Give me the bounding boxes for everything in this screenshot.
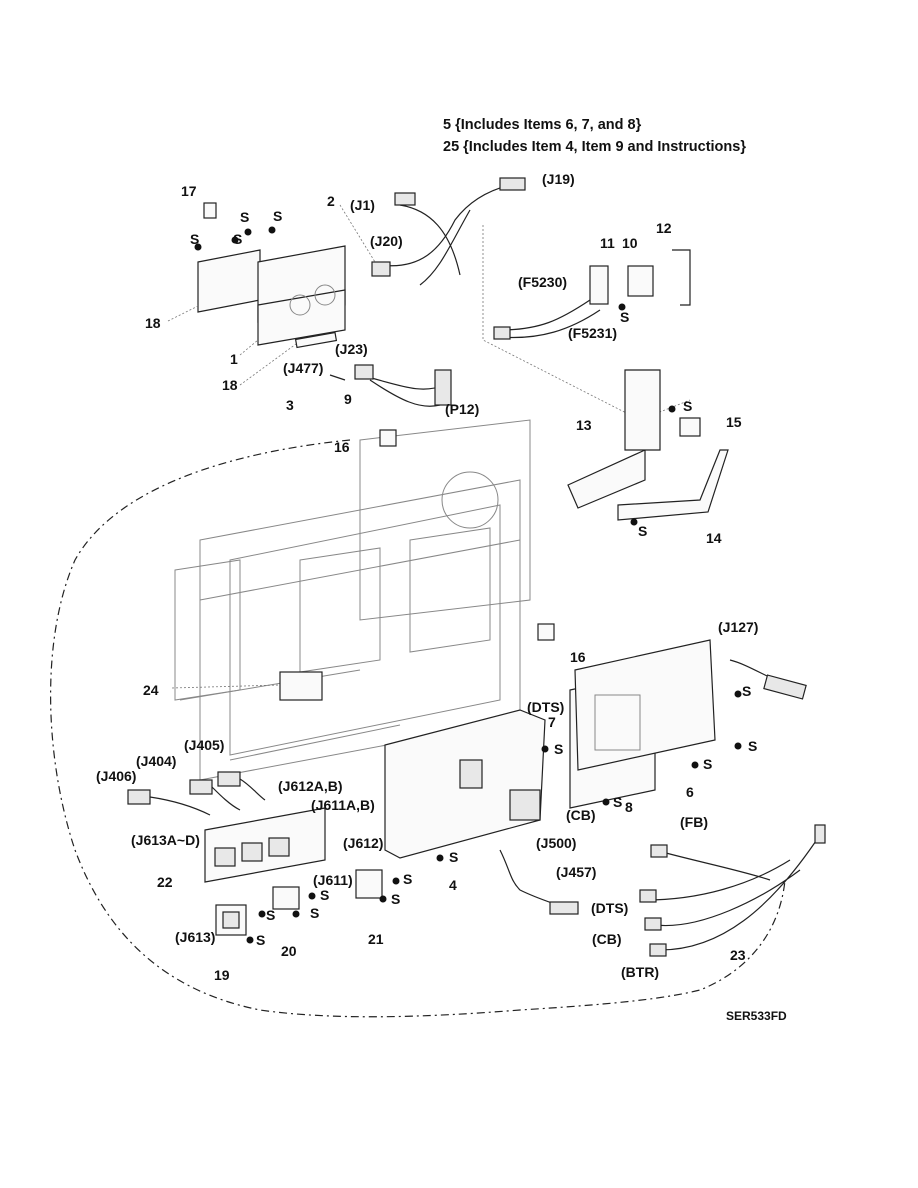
label-21: 21 xyxy=(368,931,384,947)
label-j127: (J127) xyxy=(718,619,758,635)
item-20-part xyxy=(272,886,300,910)
item-9-harness xyxy=(359,374,446,407)
label-16a: 16 xyxy=(334,439,350,455)
item-24-part xyxy=(279,671,323,701)
label-1: 1 xyxy=(230,351,238,367)
screw-label: S xyxy=(742,683,751,699)
item-11-holder xyxy=(589,265,609,305)
label-16b: 16 xyxy=(570,649,586,665)
label-j612ab: (J612A,B) xyxy=(278,778,343,794)
screw-label: S xyxy=(256,932,265,948)
screw-markers xyxy=(194,226,742,944)
label-9: 9 xyxy=(344,391,352,407)
label-j405: (J405) xyxy=(184,737,224,753)
label-fb: (FB) xyxy=(680,814,708,830)
label-j613ad: (J613A~D) xyxy=(131,832,200,848)
kit-note-line-1: 5 {Includes Items 6, 7, and 8} xyxy=(443,117,642,133)
label-j611ab: (J611A,B) xyxy=(311,797,375,813)
label-8: 8 xyxy=(625,799,633,815)
item-6-board xyxy=(574,639,716,771)
screw-label: S xyxy=(554,741,563,757)
label-btr: (BTR) xyxy=(621,964,659,980)
label-cb-1: (CB) xyxy=(566,807,596,823)
screw-label: S xyxy=(638,523,647,539)
label-17: 17 xyxy=(181,183,197,199)
screw-label: S xyxy=(310,905,319,921)
label-7: 7 xyxy=(548,714,556,730)
label-dts-1: (DTS) xyxy=(527,699,564,715)
callout-labels: 17 2 (J1) (J19) (J20) 12 11 10 (F5230) (… xyxy=(96,171,787,1023)
label-j23: (J23) xyxy=(335,341,368,357)
label-18b: 18 xyxy=(222,377,238,393)
item-22-bracket xyxy=(204,807,326,883)
assembly-boundary xyxy=(50,439,786,1018)
screw-label: S xyxy=(266,907,275,923)
screw-label: S xyxy=(683,398,692,414)
label-dts-2: (DTS) xyxy=(591,900,628,916)
label-j1: (J1) xyxy=(350,197,375,213)
item-15-part xyxy=(679,417,701,437)
screw-label: S xyxy=(233,231,242,247)
screw-label: S xyxy=(273,208,282,224)
label-j612: (J612) xyxy=(343,835,383,851)
label-19: 19 xyxy=(214,967,230,983)
label-15: 15 xyxy=(726,414,742,430)
item-13-bracket xyxy=(567,449,646,509)
label-4: 4 xyxy=(449,877,457,893)
label-j20: (J20) xyxy=(370,233,403,249)
screw-label: S xyxy=(748,738,757,754)
label-j457: (J457) xyxy=(556,864,596,880)
screw-label: S xyxy=(620,309,629,325)
label-j611: (J611) xyxy=(313,872,353,888)
item-2-harness xyxy=(379,184,511,286)
label-13: 13 xyxy=(576,417,592,433)
item-23-harness xyxy=(644,834,821,951)
kit-note-line-2: 25 {Includes Item 4, Item 9 and Instruct… xyxy=(443,139,746,155)
item-12-bracket xyxy=(672,249,691,306)
label-20: 20 xyxy=(281,943,297,959)
label-12: 12 xyxy=(656,220,672,236)
screw-label: S xyxy=(613,794,622,810)
label-cb-2: (CB) xyxy=(592,931,622,947)
item-14-part xyxy=(617,449,729,521)
label-f5231: (F5231) xyxy=(568,325,617,341)
screw-label: S xyxy=(391,891,400,907)
label-18a: 18 xyxy=(145,315,161,331)
label-j19: (J19) xyxy=(542,171,575,187)
label-11: 11 xyxy=(600,235,615,251)
label-j404: (J404) xyxy=(136,753,176,769)
label-10: 10 xyxy=(622,235,638,251)
item-21-part xyxy=(355,869,383,899)
label-3: 3 xyxy=(286,397,294,413)
label-j613: (J613) xyxy=(175,929,215,945)
label-f5230: (F5230) xyxy=(518,274,567,290)
figure-id: SER533FD xyxy=(726,1009,787,1023)
screw-label: S xyxy=(240,209,249,225)
item-17-part xyxy=(203,202,217,219)
label-j500: (J500) xyxy=(536,835,576,851)
screw-label: S xyxy=(190,231,199,247)
item-18-bracket xyxy=(197,249,261,313)
screw-label: S xyxy=(403,871,412,887)
label-6: 6 xyxy=(686,784,694,800)
screw-label: S xyxy=(449,849,458,865)
screw-label: S xyxy=(320,887,329,903)
item-16-part-lower xyxy=(537,623,555,641)
item-10-part xyxy=(627,265,654,297)
item-1-board xyxy=(257,289,346,346)
item-16-part-upper xyxy=(379,429,397,447)
j404-j406-connectors xyxy=(127,771,266,816)
label-p12: (P12) xyxy=(445,401,479,417)
label-23: 23 xyxy=(730,947,746,963)
label-24: 24 xyxy=(143,682,159,698)
label-j477: (J477) xyxy=(283,360,323,376)
label-14: 14 xyxy=(706,530,722,546)
label-2: 2 xyxy=(327,193,335,209)
label-j406: (J406) xyxy=(96,768,136,784)
label-22: 22 xyxy=(157,874,173,890)
screw-label: S xyxy=(703,756,712,772)
j500-j457-harness xyxy=(499,849,571,911)
